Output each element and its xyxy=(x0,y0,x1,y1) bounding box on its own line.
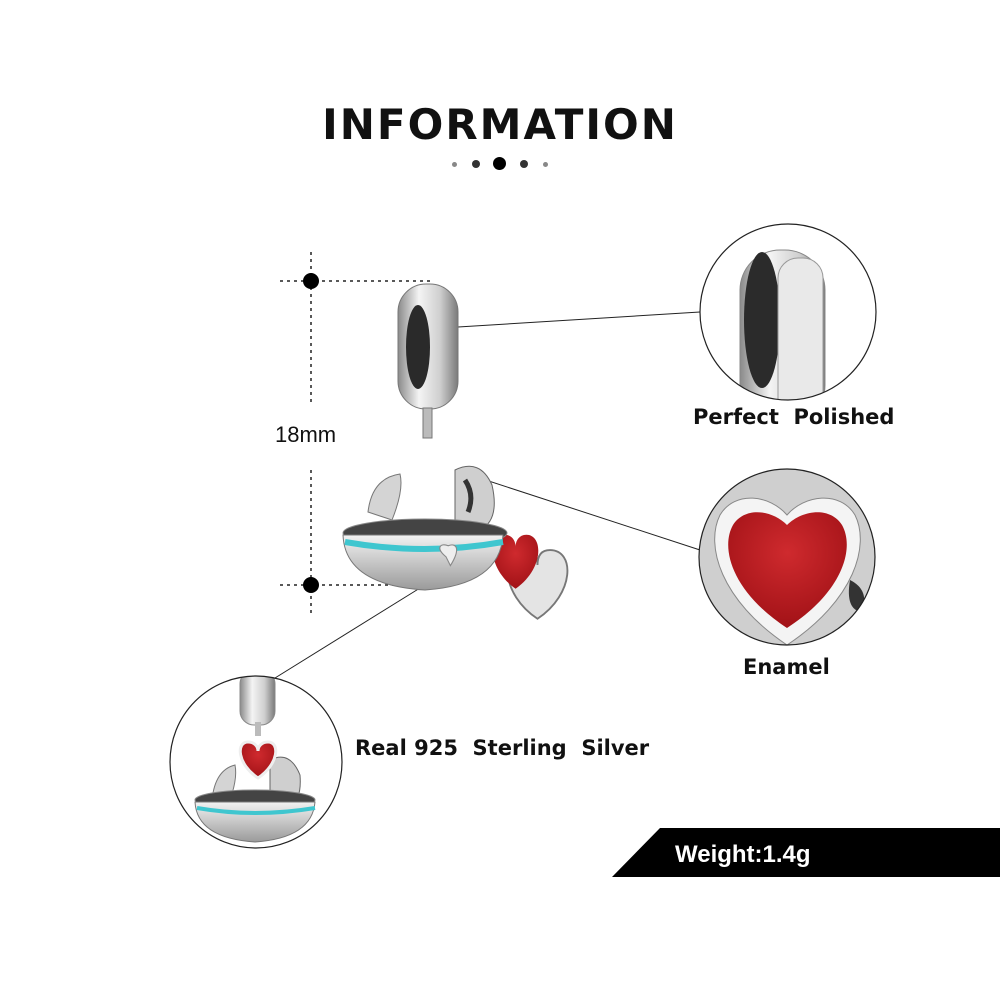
dimension-dot-top xyxy=(303,273,319,289)
feature-label-polished: Perfect Polished xyxy=(693,405,895,429)
charm-thumbnail-image xyxy=(169,675,343,849)
enamel-closeup-image xyxy=(698,468,876,646)
page-title: INFORMATION xyxy=(322,100,678,149)
leader-silver xyxy=(274,587,421,679)
polished-closeup-image xyxy=(699,223,877,401)
feature-label-silver: Real 925 Sterling Silver xyxy=(355,736,650,760)
main-charm-image xyxy=(342,283,569,620)
weight-banner-shape xyxy=(612,828,1000,877)
leader-polished xyxy=(457,311,701,328)
dimension-label: 18mm xyxy=(275,422,337,447)
pager-dot[interactable] xyxy=(543,162,548,167)
pager-dot-active[interactable] xyxy=(493,157,506,170)
leader-enamel xyxy=(454,469,701,551)
pager-dot[interactable] xyxy=(452,162,457,167)
pager-dot[interactable] xyxy=(472,160,480,168)
pager-dot[interactable] xyxy=(520,160,528,168)
leader-lines xyxy=(274,311,701,679)
dimension-dot-bottom xyxy=(303,577,319,593)
weight-label: Weight:1.4g xyxy=(675,841,811,868)
feature-label-enamel: Enamel xyxy=(743,655,830,679)
